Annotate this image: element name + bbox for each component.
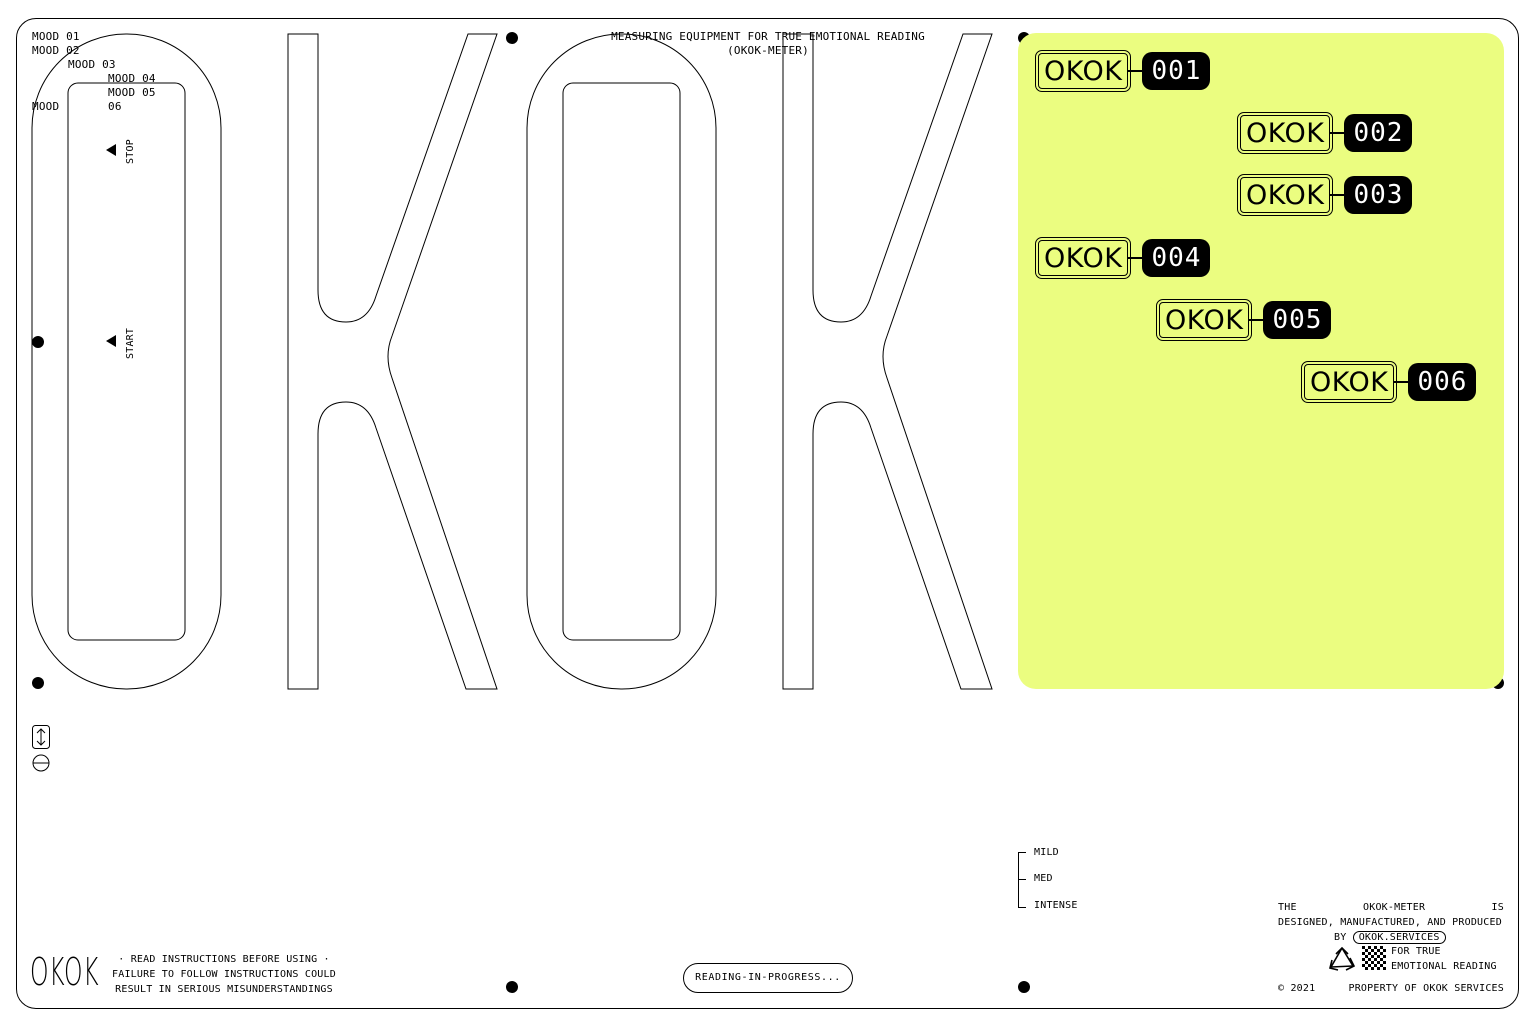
about-by: BY: [1334, 932, 1347, 943]
scroll-icon[interactable]: [32, 725, 50, 749]
intensity-scale: [1018, 852, 1027, 908]
mood-tag-002[interactable]: OKOK 002: [1236, 112, 1413, 154]
services-link[interactable]: OKOK.SERVICES: [1352, 931, 1446, 944]
mood-03[interactable]: MOOD 03: [68, 58, 116, 71]
mood-tag-006[interactable]: OKOK 006: [1300, 361, 1477, 403]
tag-word: OKOK: [1034, 237, 1132, 279]
mood-panel: [1018, 33, 1504, 689]
tag-number: 005: [1263, 301, 1332, 339]
letter-o-2-outer: [526, 33, 717, 690]
start-button[interactable]: START: [106, 325, 140, 365]
letter-k-2: [782, 33, 993, 690]
device-frame: [16, 18, 1519, 1009]
start-triangle-icon: [106, 335, 116, 347]
footer-about: THE OKOK-METER IS DESIGNED, MANUFACTURED…: [1278, 900, 1504, 945]
stop-button[interactable]: STOP: [106, 139, 140, 170]
tag-word: OKOK: [1034, 50, 1132, 92]
copyright-year: © 2021: [1278, 983, 1316, 994]
tag-number: 006: [1408, 363, 1477, 401]
warning-line-3: RESULT IN SERIOUS MISUNDERSTANDINGS: [115, 984, 333, 995]
registration-dot: [506, 32, 518, 44]
mood-tag-001[interactable]: OKOK 001: [1034, 50, 1211, 92]
minus-circle-icon[interactable]: [32, 754, 50, 772]
mood-01[interactable]: MOOD 01: [32, 30, 80, 43]
tag-word: OKOK: [1155, 299, 1253, 341]
registration-dot: [32, 677, 44, 689]
footer-copyright: © 2021 PROPERTY OF OKOK SERVICES: [1278, 982, 1504, 996]
mood-04[interactable]: MOOD 04: [108, 72, 156, 85]
mood-tag-003[interactable]: OKOK 003: [1236, 174, 1413, 216]
about-is: IS: [1491, 902, 1504, 913]
header-title: MEASURING EQUIPMENT FOR TRUE EMOTIONAL R…: [611, 30, 925, 43]
mood-05[interactable]: MOOD 05: [108, 86, 156, 99]
mood-tag-004[interactable]: OKOK 004: [1034, 237, 1211, 279]
about-tagline: FOR TRUE EMOTIONAL READING: [1391, 944, 1497, 974]
tag-number: 001: [1142, 52, 1211, 90]
about-line-2: DESIGNED, MANUFACTURED, AND PRODUCED: [1278, 917, 1502, 928]
tag-connector: [1330, 194, 1345, 196]
header-subtitle: (OKOK-METER): [727, 44, 809, 57]
intensity-mild[interactable]: MILD: [1034, 847, 1059, 858]
tag-number: 002: [1344, 114, 1413, 152]
mood-02[interactable]: MOOD 02: [32, 44, 80, 57]
start-label: START: [125, 327, 136, 359]
letter-o-2-inner: [562, 82, 681, 641]
about-emotional: EMOTIONAL READING: [1391, 961, 1497, 972]
property-text: PROPERTY OF OKOK SERVICES: [1348, 983, 1504, 994]
intensity-intense[interactable]: INTENSE: [1034, 900, 1078, 911]
status-pill[interactable]: READING-IN-PROGRESS...: [683, 963, 853, 993]
tag-word: OKOK: [1300, 361, 1398, 403]
tag-connector: [1330, 132, 1345, 134]
registration-dot: [506, 981, 518, 993]
intensity-med[interactable]: MED: [1034, 873, 1053, 884]
stop-label: STOP: [125, 139, 136, 164]
checker-icon: [1362, 946, 1386, 970]
registration-dot: [32, 336, 44, 348]
about-the: THE: [1278, 902, 1297, 913]
about-product-name: OKOK-METER: [1363, 902, 1426, 913]
footer-warning: · READ INSTRUCTIONS BEFORE USING · FAILU…: [104, 952, 344, 997]
about-line-3: BY OKOK.SERVICES: [1278, 930, 1504, 945]
header: MEASURING EQUIPMENT FOR TRUE EMOTIONAL R…: [568, 30, 968, 58]
mood-06-number[interactable]: 06: [108, 100, 122, 113]
warning-line-1: · READ INSTRUCTIONS BEFORE USING ·: [118, 954, 330, 965]
stop-triangle-icon: [106, 144, 116, 156]
warning-line-2: FAILURE TO FOLLOW INSTRUCTIONS COULD: [112, 969, 336, 980]
tag-word: OKOK: [1236, 112, 1334, 154]
tag-word: OKOK: [1236, 174, 1334, 216]
tag-connector: [1128, 70, 1143, 72]
about-line-1: THE OKOK-METER IS: [1278, 900, 1504, 915]
tag-number: 003: [1344, 176, 1413, 214]
letter-o-1-inner: [67, 82, 186, 641]
tag-number: 004: [1142, 239, 1211, 277]
letter-k-1: [287, 33, 498, 690]
about-for: FOR TRUE: [1391, 946, 1441, 957]
letter-o-1-outer: [31, 33, 222, 690]
mood-06-label[interactable]: MOOD: [32, 100, 60, 113]
footer-logo: OKOK: [30, 950, 100, 994]
tag-connector: [1394, 381, 1409, 383]
tag-connector: [1249, 319, 1264, 321]
registration-dot: [1018, 981, 1030, 993]
recycle-icon: [1329, 946, 1356, 971]
mood-tag-005[interactable]: OKOK 005: [1155, 299, 1332, 341]
tag-connector: [1128, 257, 1143, 259]
